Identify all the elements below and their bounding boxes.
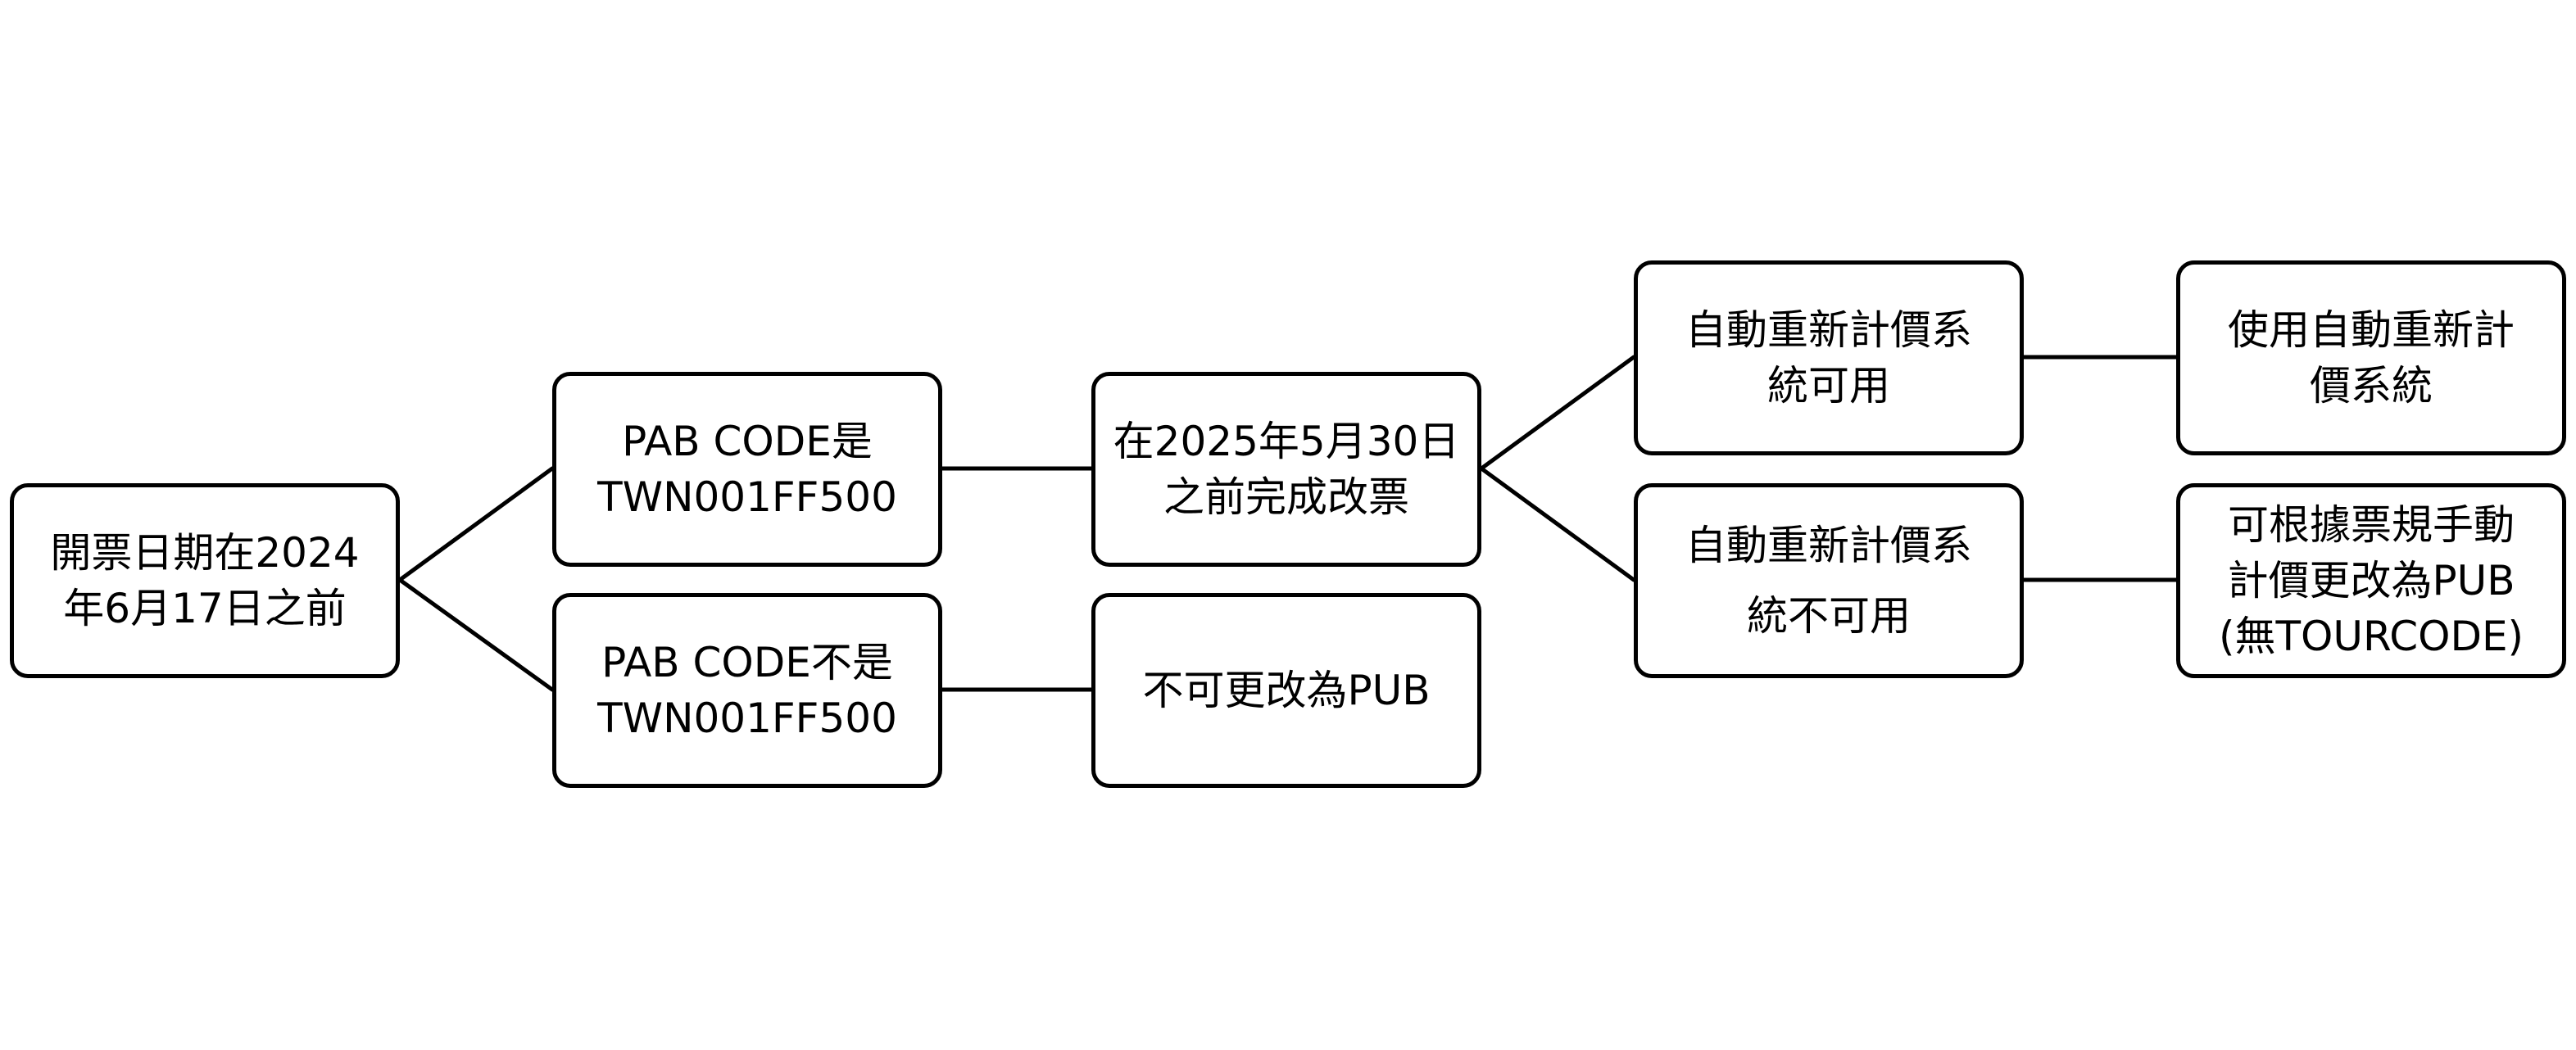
node-text-line: 自動重新計價系 bbox=[1685, 522, 1972, 569]
node-text-line: TWN001FF500 bbox=[597, 695, 897, 742]
node-text-line: 統不可用 bbox=[1747, 592, 1911, 640]
node-auto-repricing-available: 自動重新計價系 統可用 bbox=[1634, 260, 2024, 455]
node-text-line: 統可用 bbox=[1767, 362, 1890, 410]
connector-reissue-to-auto-na bbox=[1479, 466, 1636, 582]
node-text-line: 計價更改為PUB bbox=[2227, 557, 2515, 604]
node-text-line: (無TOURCODE) bbox=[2218, 613, 2524, 660]
node-text-line: 使用自動重新計 bbox=[2228, 306, 2515, 354]
connector-reissue-to-auto-ok bbox=[1479, 355, 1636, 471]
node-text-line: TWN001FF500 bbox=[597, 473, 897, 521]
connector-start-to-pab-yes bbox=[397, 466, 555, 582]
connector-start-to-pab-no bbox=[397, 577, 555, 692]
node-use-auto-repricing: 使用自動重新計 價系統 bbox=[2176, 260, 2566, 455]
node-text-line: 之前完成改票 bbox=[1163, 473, 1409, 521]
node-pab-code-is-not: PAB CODE不是 TWN001FF500 bbox=[552, 593, 942, 788]
node-ticket-date-before-2024-06-17: 開票日期在2024 年6月17日之前 bbox=[10, 483, 400, 678]
node-manual-reprice-to-pub: 可根據票規手動 計價更改為PUB (無TOURCODE) bbox=[2176, 483, 2566, 678]
node-reissue-before-2025-05-30: 在2025年5月30日 之前完成改票 bbox=[1091, 372, 1481, 567]
node-text-line: 價系統 bbox=[2310, 362, 2433, 410]
node-text-line: 開票日期在2024 bbox=[50, 529, 360, 577]
node-text-line: 不可更改為PUB bbox=[1142, 667, 1431, 714]
node-text-line: 自動重新計價系 bbox=[1685, 306, 1972, 354]
node-text-line: 可根據票規手動 bbox=[2228, 501, 2515, 549]
node-pab-code-is: PAB CODE是 TWN001FF500 bbox=[552, 372, 942, 567]
node-auto-repricing-unavailable: 自動重新計價系 統不可用 bbox=[1634, 483, 2024, 678]
node-text-line: PAB CODE不是 bbox=[601, 639, 893, 686]
node-cannot-change-to-pub: 不可更改為PUB bbox=[1091, 593, 1481, 788]
node-text-line: PAB CODE是 bbox=[622, 418, 873, 465]
node-text-line: 在2025年5月30日 bbox=[1113, 418, 1460, 465]
node-text-line: 年6月17日之前 bbox=[63, 585, 347, 632]
